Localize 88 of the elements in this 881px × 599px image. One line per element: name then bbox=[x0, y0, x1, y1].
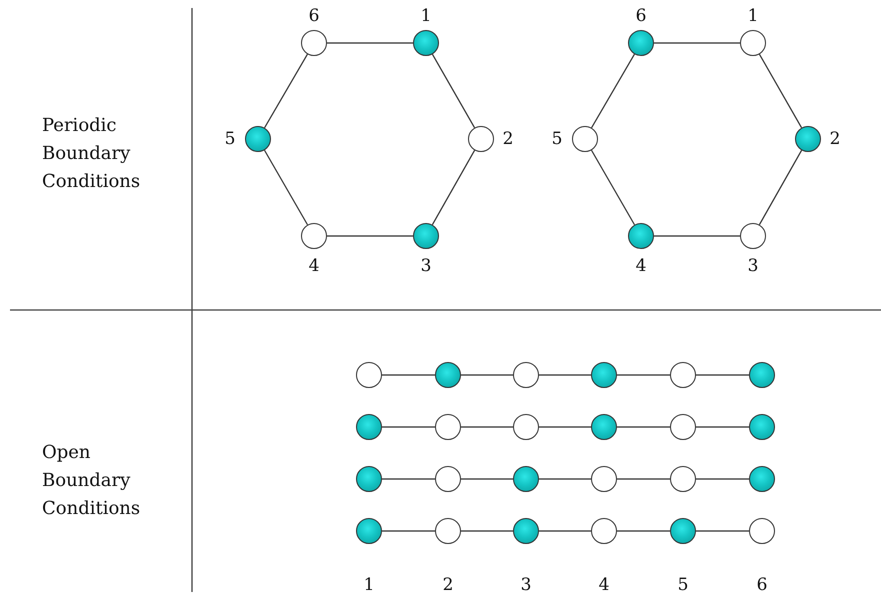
connector-line bbox=[758, 150, 802, 225]
connector-line bbox=[382, 426, 435, 428]
connector-line bbox=[382, 478, 435, 480]
connector-line bbox=[758, 54, 802, 128]
filled-site bbox=[413, 223, 439, 249]
connector-line bbox=[327, 42, 413, 44]
filled-site bbox=[795, 126, 821, 152]
connector-line bbox=[461, 374, 513, 376]
connector-line bbox=[539, 530, 591, 532]
connector-line bbox=[617, 426, 670, 428]
empty-site bbox=[740, 30, 766, 56]
empty-site bbox=[591, 518, 617, 544]
site-number: 2 bbox=[830, 129, 840, 149]
empty-site bbox=[513, 362, 539, 388]
empty-site bbox=[435, 414, 461, 440]
filled-site bbox=[628, 223, 654, 249]
filled-site bbox=[749, 414, 775, 440]
connector-line bbox=[591, 54, 635, 128]
filled-site bbox=[513, 518, 539, 544]
site-number: 2 bbox=[442, 575, 454, 595]
empty-site bbox=[435, 466, 461, 492]
empty-site bbox=[513, 414, 539, 440]
empty-site bbox=[670, 414, 696, 440]
connector-line bbox=[461, 478, 513, 480]
empty-site bbox=[435, 518, 461, 544]
section-heading: Periodic Boundary Conditions bbox=[42, 114, 142, 194]
connector-line bbox=[617, 530, 670, 532]
site-number: 6 bbox=[308, 6, 320, 26]
site-number: 4 bbox=[598, 575, 610, 595]
site-number: 3 bbox=[748, 256, 758, 276]
connector-line bbox=[432, 150, 476, 225]
connector-line bbox=[696, 478, 749, 480]
filled-site bbox=[356, 466, 382, 492]
connector-line bbox=[382, 530, 435, 532]
connector-line bbox=[264, 54, 308, 128]
site-number: 5 bbox=[224, 129, 236, 149]
connector-line bbox=[617, 478, 670, 480]
filled-site bbox=[435, 362, 461, 388]
empty-site bbox=[740, 223, 766, 249]
connector-line bbox=[539, 478, 591, 480]
site-number: 4 bbox=[308, 256, 320, 276]
filled-site bbox=[670, 518, 696, 544]
empty-site bbox=[301, 30, 327, 56]
empty-site bbox=[670, 362, 696, 388]
connector-line bbox=[461, 426, 513, 428]
site-number: 6 bbox=[636, 6, 646, 26]
empty-site bbox=[749, 518, 775, 544]
site-number: 1 bbox=[364, 575, 374, 595]
site-number: 1 bbox=[748, 6, 758, 26]
connector-line bbox=[654, 42, 740, 44]
site-number: 5 bbox=[678, 575, 688, 595]
section-heading: Open Boundary Conditions bbox=[42, 441, 142, 521]
empty-site bbox=[468, 126, 494, 152]
connector-line bbox=[654, 235, 740, 237]
connector-line bbox=[696, 374, 749, 376]
connector-line bbox=[617, 374, 670, 376]
site-number: 2 bbox=[502, 129, 514, 149]
empty-site bbox=[591, 466, 617, 492]
connector-line bbox=[382, 374, 435, 376]
site-number: 3 bbox=[520, 575, 532, 595]
filled-site bbox=[513, 466, 539, 492]
site-number: 5 bbox=[552, 129, 562, 149]
site-number: 3 bbox=[420, 256, 432, 276]
connector-line bbox=[539, 426, 591, 428]
empty-site bbox=[670, 466, 696, 492]
connector-line bbox=[696, 426, 749, 428]
filled-site bbox=[356, 414, 382, 440]
site-number: 4 bbox=[636, 256, 646, 276]
connector-line bbox=[327, 235, 413, 237]
filled-site bbox=[749, 362, 775, 388]
filled-site bbox=[749, 466, 775, 492]
connector-line bbox=[264, 150, 308, 226]
site-number: 1 bbox=[420, 6, 432, 26]
filled-site bbox=[413, 30, 439, 56]
connector-line bbox=[461, 530, 513, 532]
site-number: 6 bbox=[756, 575, 768, 595]
connector-line bbox=[539, 374, 591, 376]
filled-site bbox=[591, 362, 617, 388]
empty-site bbox=[356, 362, 382, 388]
connector-line bbox=[432, 54, 476, 128]
filled-site bbox=[591, 414, 617, 440]
empty-site bbox=[301, 223, 327, 249]
connector-line bbox=[696, 530, 749, 532]
empty-site bbox=[572, 126, 598, 152]
connector-line bbox=[590, 150, 636, 226]
filled-site bbox=[356, 518, 382, 544]
filled-site bbox=[245, 126, 271, 152]
filled-site bbox=[628, 30, 654, 56]
